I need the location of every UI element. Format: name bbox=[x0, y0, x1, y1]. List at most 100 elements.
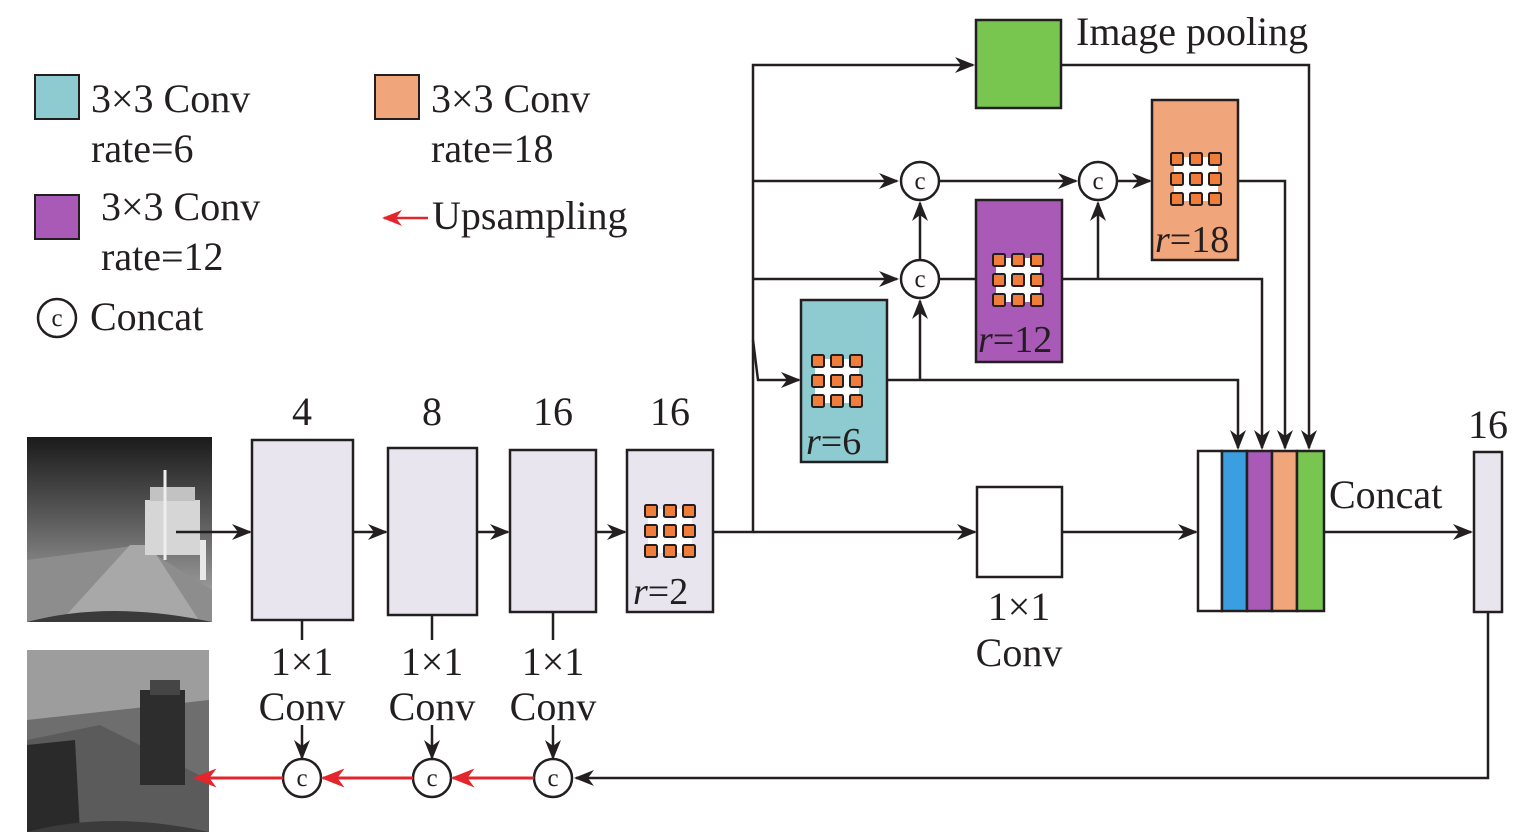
kernel-cell bbox=[682, 544, 696, 558]
decoder-concat-2: c bbox=[411, 757, 453, 799]
decoder-concat-1: c bbox=[281, 757, 323, 799]
kernel-cell bbox=[1030, 293, 1044, 307]
skip-conv-1-line2: Conv bbox=[259, 684, 346, 729]
legend-conv18-line1: 3×3 Conv bbox=[431, 76, 590, 121]
aspp-concat-b: c bbox=[899, 258, 941, 300]
kernel-grid-r18 bbox=[1170, 152, 1222, 206]
legend-swatch-conv12 bbox=[34, 194, 80, 240]
kernel-grid-r6 bbox=[811, 354, 863, 408]
encoder: 4 8 16 16 r=2 1×1 Conv 1×1 Conv 1×1 Conv bbox=[176, 389, 715, 760]
legend-concat-symbol: c bbox=[36, 297, 78, 339]
legend-upsampling-label: Upsampling bbox=[432, 193, 628, 238]
kernel-cell bbox=[830, 374, 844, 388]
kernel-cell bbox=[992, 293, 1006, 307]
kernel-cell bbox=[1170, 192, 1184, 206]
aspp: Image pooling r=6 c r=12 c c bbox=[713, 9, 1508, 675]
svg-text:c: c bbox=[914, 266, 925, 293]
kernel-cell bbox=[644, 524, 658, 538]
kernel-cell bbox=[663, 544, 677, 558]
svg-text:c: c bbox=[547, 765, 558, 792]
legend-conv18-line2: rate=18 bbox=[431, 126, 554, 171]
kernel-grid-r12 bbox=[992, 253, 1044, 307]
input-image bbox=[27, 437, 212, 622]
kernel-cell bbox=[849, 394, 863, 408]
concat-stripe-3 bbox=[1245, 449, 1274, 613]
kernel-cell bbox=[992, 253, 1006, 267]
kernel-grid-r2 bbox=[644, 504, 696, 558]
branch12-to-concat bbox=[1062, 277, 1270, 450]
legend-concat-label: Concat bbox=[90, 294, 203, 339]
kernel-cell bbox=[811, 354, 825, 368]
svg-text:c: c bbox=[296, 765, 307, 792]
branch-r12-label: r=12 bbox=[978, 319, 1052, 361]
kernel-cell bbox=[1189, 172, 1203, 186]
concat-stripe-2 bbox=[1220, 449, 1249, 613]
skip-conv-2-line1: 1×1 bbox=[401, 639, 464, 684]
kernel-cell bbox=[849, 374, 863, 388]
encoder-block-3 bbox=[508, 448, 598, 614]
kernel-cell bbox=[1011, 293, 1025, 307]
branch-r18-label: r=18 bbox=[1155, 219, 1229, 261]
aspp-concat-label: Concat bbox=[1329, 472, 1442, 517]
kernel-cell bbox=[663, 504, 677, 518]
kernel-cell bbox=[1189, 192, 1203, 206]
encoder-block-1 bbox=[250, 438, 355, 622]
kernel-cell bbox=[682, 504, 696, 518]
encoder-channels-1: 4 bbox=[292, 389, 312, 434]
legend: 3×3 Conv rate=6 3×3 Conv rate=18 3×3 Con… bbox=[34, 74, 628, 339]
skip-conv-3-line1: 1×1 bbox=[522, 639, 585, 684]
output-channels-label: 16 bbox=[1468, 402, 1508, 447]
branch6-to-concat bbox=[887, 378, 1246, 450]
concat-stripe-4 bbox=[1270, 449, 1299, 613]
aspp-conv1x1-line2: Conv bbox=[976, 630, 1063, 675]
kernel-cell bbox=[1208, 152, 1222, 166]
kernel-cell bbox=[644, 504, 658, 518]
kernel-cell bbox=[1208, 172, 1222, 186]
kernel-cell bbox=[1170, 152, 1184, 166]
output-feature-box bbox=[1472, 450, 1504, 614]
encoder-block-2 bbox=[386, 446, 479, 617]
legend-conv12-line1: 3×3 Conv bbox=[101, 184, 260, 229]
decoder-concat-3: c bbox=[532, 757, 574, 799]
aspp-concat-c: c bbox=[1077, 160, 1119, 202]
legend-conv6-line2: rate=6 bbox=[91, 126, 194, 171]
aspp-conv1x1-box bbox=[975, 485, 1064, 579]
legend-swatch-conv18 bbox=[374, 74, 420, 120]
decoder: c c c bbox=[192, 612, 1490, 799]
svg-text:c: c bbox=[1092, 168, 1103, 195]
kernel-cell bbox=[830, 394, 844, 408]
kernel-cell bbox=[1030, 253, 1044, 267]
kernel-cell bbox=[830, 354, 844, 368]
legend-conv6-line1: 3×3 Conv bbox=[91, 76, 250, 121]
kernel-cell bbox=[811, 374, 825, 388]
legend-swatch-conv6 bbox=[34, 74, 80, 120]
image-pooling-box bbox=[974, 18, 1063, 110]
skip-conv-2-line2: Conv bbox=[389, 684, 476, 729]
kernel-cell bbox=[1170, 172, 1184, 186]
kernel-cell bbox=[682, 524, 696, 538]
trunk-to-branch6 bbox=[751, 339, 801, 388]
aspp-concat-a: c bbox=[899, 160, 941, 202]
image-pooling-label: Image pooling bbox=[1076, 9, 1308, 54]
encoder-channels-4: 16 bbox=[650, 389, 690, 434]
skip-conv-1-line1: 1×1 bbox=[271, 639, 334, 684]
concat-stripe-5 bbox=[1295, 449, 1326, 613]
kernel-cell bbox=[992, 273, 1006, 287]
kernel-cell bbox=[1208, 192, 1222, 206]
return-path bbox=[574, 612, 1490, 786]
aspp-conv1x1-line1: 1×1 bbox=[988, 584, 1051, 629]
concat-stripe-1 bbox=[1196, 449, 1224, 613]
kernel-cell bbox=[1011, 253, 1025, 267]
kernel-cell bbox=[1030, 273, 1044, 287]
kernel-cell bbox=[1011, 273, 1025, 287]
encoder-channels-3: 16 bbox=[533, 389, 573, 434]
output-segmentation-image bbox=[27, 650, 209, 832]
kernel-cell bbox=[644, 544, 658, 558]
aspp-concat-block bbox=[1196, 449, 1326, 613]
kernel-cell bbox=[1189, 152, 1203, 166]
trunk-to-aspp bbox=[713, 57, 975, 534]
skip-conv-3-line2: Conv bbox=[510, 684, 597, 729]
kernel-cell bbox=[811, 394, 825, 408]
svg-text:c: c bbox=[51, 305, 62, 332]
